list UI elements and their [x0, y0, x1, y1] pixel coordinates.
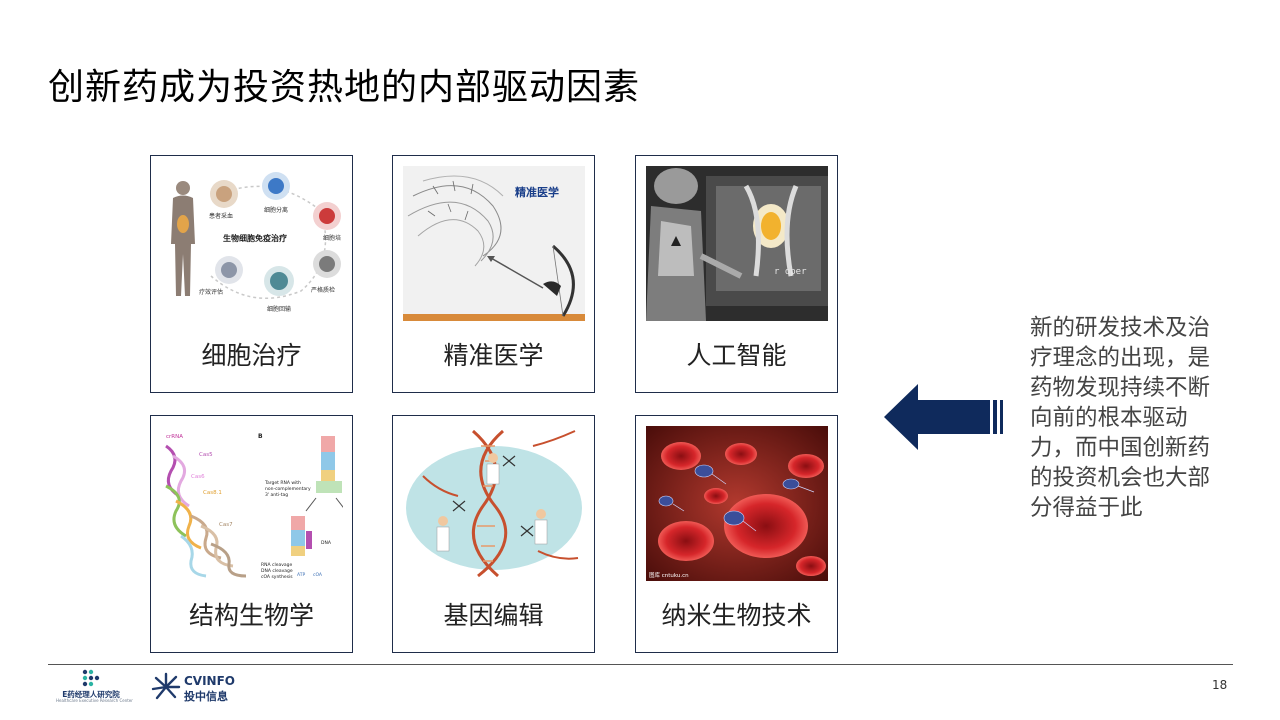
- structural-biology-image-label: Cas5: [199, 452, 213, 458]
- e-yao-logo-dots-icon: [82, 669, 100, 687]
- cell-therapy-image-label: 严格质检: [311, 286, 335, 294]
- card-artificial-intelligence: r oper 人工智能: [635, 155, 838, 393]
- precision-medicine-image-label: 精准医学: [515, 185, 559, 199]
- structural-biology-image-label: ATP: [297, 572, 305, 578]
- nanobiotech-image-label: 图库 cntuku.cn: [649, 571, 689, 579]
- card-label: 基因编辑: [443, 601, 544, 630]
- cvinfo-burst-icon: [151, 672, 181, 700]
- e-yao-logo-subtitle: Healthcare Executive Research Center: [56, 698, 133, 703]
- cvinfo-logo-en: CVINFO: [184, 674, 235, 688]
- structural-biology-image: crRNA B Cas5 Cas6 Cas8.1 Cas7 Target RNA…: [161, 426, 343, 581]
- e-yao-logo: E药经理人研究院 Healthcare Executive Research C…: [56, 669, 133, 703]
- structural-biology-image-label: Cas8.1: [203, 490, 222, 496]
- ai-image-label: r oper: [774, 267, 807, 277]
- card-precision-medicine: 精准医学 精准医学: [392, 155, 595, 393]
- cell-therapy-image-label: 疗效评估: [199, 288, 223, 296]
- structural-biology-image-label: B: [258, 433, 263, 440]
- card-label: 人工智能: [686, 341, 787, 370]
- precision-medicine-image: 精准医学: [403, 166, 585, 321]
- gene-editing-image: [403, 426, 585, 581]
- cell-therapy-image-label: 细胞分离: [264, 206, 288, 214]
- card-label: 精准医学: [443, 341, 544, 370]
- cell-therapy-image-label: 细胞回输: [267, 305, 291, 313]
- structural-biology-image-label: DNA: [321, 540, 332, 546]
- card-gene-editing: 基因编辑: [392, 415, 595, 653]
- cvinfo-logo-cn: 投中信息: [184, 690, 228, 703]
- structural-biology-image-label: non-complementary: [265, 486, 311, 492]
- cell-therapy-image: 患者采血 细胞分离 细胞培 生物细胞免疫治疗 严格质检 细胞回输 疗效评估: [161, 166, 343, 321]
- page-number: 18: [1212, 678, 1228, 692]
- structural-biology-image-label: RNA cleavage: [261, 562, 293, 568]
- structural-biology-image-label: crRNA: [166, 434, 183, 440]
- card-structural-biology: crRNA B Cas5 Cas6 Cas8.1 Cas7 Target RNA…: [150, 415, 353, 653]
- ai-image: r oper: [646, 166, 828, 321]
- nanobiotech-image: 图库 cntuku.cn: [646, 426, 828, 581]
- side-description: 新的研发技术及治疗理念的出现，是药物发现持续不断向前的根本驱动力，而中国创新药的…: [1030, 315, 1211, 521]
- structural-biology-image-label: Cas6: [191, 474, 205, 480]
- left-arrow-icon: [884, 384, 1006, 454]
- structural-biology-image-label: Target RNA with: [264, 480, 301, 486]
- structural-biology-image-label: DNA cleavage: [261, 568, 293, 574]
- cvinfo-logo: CVINFO 投中信息: [151, 672, 235, 706]
- structural-biology-image-label: cOA synthesis: [261, 574, 293, 580]
- card-label: 结构生物学: [188, 601, 314, 630]
- cell-therapy-image-label: 生物细胞免疫治疗: [223, 233, 287, 243]
- page-title: 创新药成为投资热地的内部驱动因素: [48, 67, 641, 108]
- structural-biology-image-label: Cas7: [219, 522, 233, 528]
- card-cell-therapy: 患者采血 细胞分离 细胞培 生物细胞免疫治疗 严格质检 细胞回输 疗效评估 细胞…: [150, 155, 353, 393]
- card-nanobiotechnology: 图库 cntuku.cn 纳米生物技术: [635, 415, 838, 653]
- card-label: 纳米生物技术: [661, 601, 812, 630]
- cell-therapy-image-label: 细胞培: [323, 234, 341, 242]
- card-label: 细胞治疗: [201, 341, 302, 370]
- structural-biology-image-label: cOA: [313, 572, 323, 578]
- footer-divider: [48, 664, 1233, 665]
- structural-biology-image-label: 3' anti-tag: [265, 492, 288, 498]
- cell-therapy-image-label: 患者采血: [209, 212, 233, 220]
- e-yao-logo-text: E药经理人研究院: [62, 690, 120, 699]
